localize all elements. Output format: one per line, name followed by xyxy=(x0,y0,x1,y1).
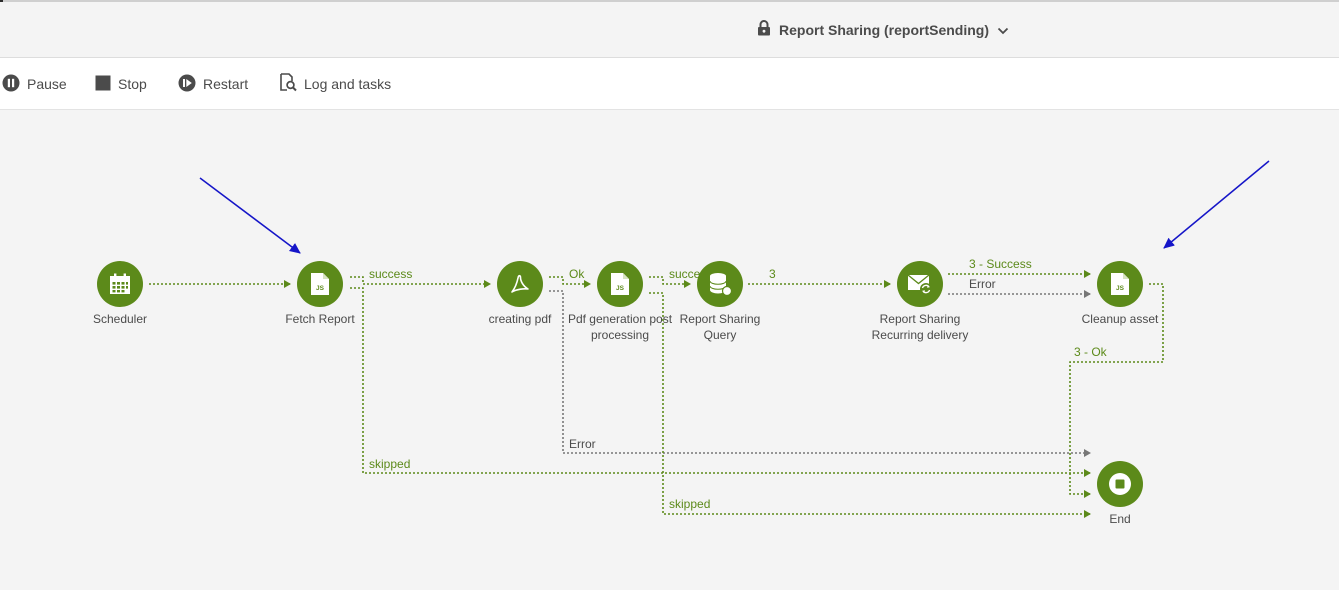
creating-pdf-node[interactable] xyxy=(497,261,543,307)
svg-text:JS: JS xyxy=(616,285,625,292)
pause-label: Pause xyxy=(27,76,67,92)
chevron-down-icon xyxy=(997,22,1009,38)
recurring-delivery-label: Report Sharing Recurring delivery xyxy=(871,312,969,342)
link-fetch-skipped xyxy=(350,287,1091,477)
restart-icon xyxy=(178,74,196,95)
link-fetch-success xyxy=(350,276,491,288)
fetch-report-label: Fetch Report xyxy=(285,312,355,326)
calendar-icon xyxy=(108,272,132,296)
transition-label-post-success: succe xyxy=(669,267,701,281)
creating-pdf-label: creating pdf xyxy=(488,312,552,326)
annotation-arrow-left xyxy=(199,177,301,254)
stop-label: Stop xyxy=(118,76,147,92)
stop-icon xyxy=(95,75,111,94)
end-label: End xyxy=(1109,512,1131,526)
top-border xyxy=(0,0,1339,2)
restart-button[interactable]: Restart xyxy=(178,73,248,95)
end-node[interactable] xyxy=(1097,461,1143,507)
pause-icon xyxy=(2,74,20,95)
toolbar: Pause Stop Restart Log and tasks xyxy=(0,58,1339,110)
restart-label: Restart xyxy=(203,76,249,92)
lock-icon xyxy=(757,20,771,39)
link-post-success xyxy=(649,276,691,288)
log-and-tasks-label: Log and tasks xyxy=(304,76,392,92)
link-pdf-ok xyxy=(549,276,591,288)
transition-label-query-3: 3 xyxy=(769,267,776,281)
svg-text:JS: JS xyxy=(1116,285,1125,292)
stop-button[interactable]: Stop xyxy=(95,73,147,95)
scheduler-label: Scheduler xyxy=(92,312,148,326)
pdf-icon xyxy=(508,272,532,296)
pdf-post-processing-label: Pdf generation post processing xyxy=(567,312,673,342)
report-sharing-query-node[interactable] xyxy=(697,261,743,307)
recurring-email-icon xyxy=(907,272,933,296)
fetch-report-node[interactable]: JS xyxy=(297,261,343,307)
transition-label-pdf-ok: Ok xyxy=(569,267,585,281)
workflow-canvas[interactable]: Scheduler JS Fetch Report creating pdf J… xyxy=(0,110,1339,590)
transition-label-post-skipped: skipped xyxy=(669,497,711,511)
transition-links xyxy=(149,160,1270,518)
transition-label-fetch-skipped: skipped xyxy=(369,457,411,471)
workflow-title: Report Sharing (reportSending) xyxy=(779,21,989,38)
log-and-tasks-button[interactable]: Log and tasks xyxy=(280,73,391,95)
link-post-skipped xyxy=(649,292,1091,518)
workflow-header: Report Sharing (reportSending) xyxy=(0,2,1339,58)
transition-label-cleanup-ok: 3 - Ok xyxy=(1074,345,1107,359)
annotation-arrow-right xyxy=(1163,160,1270,249)
transition-label-fetch-success: success xyxy=(369,267,413,281)
transition-label-delivery-success: 3 - Success xyxy=(969,257,1032,271)
cleanup-asset-node[interactable]: JS xyxy=(1097,261,1143,307)
pause-button[interactable]: Pause xyxy=(2,73,67,95)
transition-label-delivery-error: Error xyxy=(969,277,996,291)
svg-text:JS: JS xyxy=(316,285,325,292)
link-cleanup-ok xyxy=(1069,283,1164,498)
pdf-post-processing-node[interactable]: JS xyxy=(597,261,643,307)
log-search-icon xyxy=(280,73,297,95)
scheduler-node[interactable] xyxy=(97,261,143,307)
workflow-title-dropdown[interactable]: Report Sharing (reportSending) xyxy=(757,20,1009,39)
report-sharing-query-label: Report Sharing Query xyxy=(679,312,761,342)
cleanup-asset-label: Cleanup asset xyxy=(1081,312,1159,326)
transition-label-pdf-error: Error xyxy=(569,437,596,451)
recurring-delivery-node[interactable] xyxy=(897,261,943,307)
stop-circle-icon xyxy=(1108,472,1132,496)
js-file-icon: JS xyxy=(610,272,630,296)
database-query-icon xyxy=(707,271,733,297)
js-file-icon: JS xyxy=(1110,272,1130,296)
js-file-icon: JS xyxy=(310,272,330,296)
